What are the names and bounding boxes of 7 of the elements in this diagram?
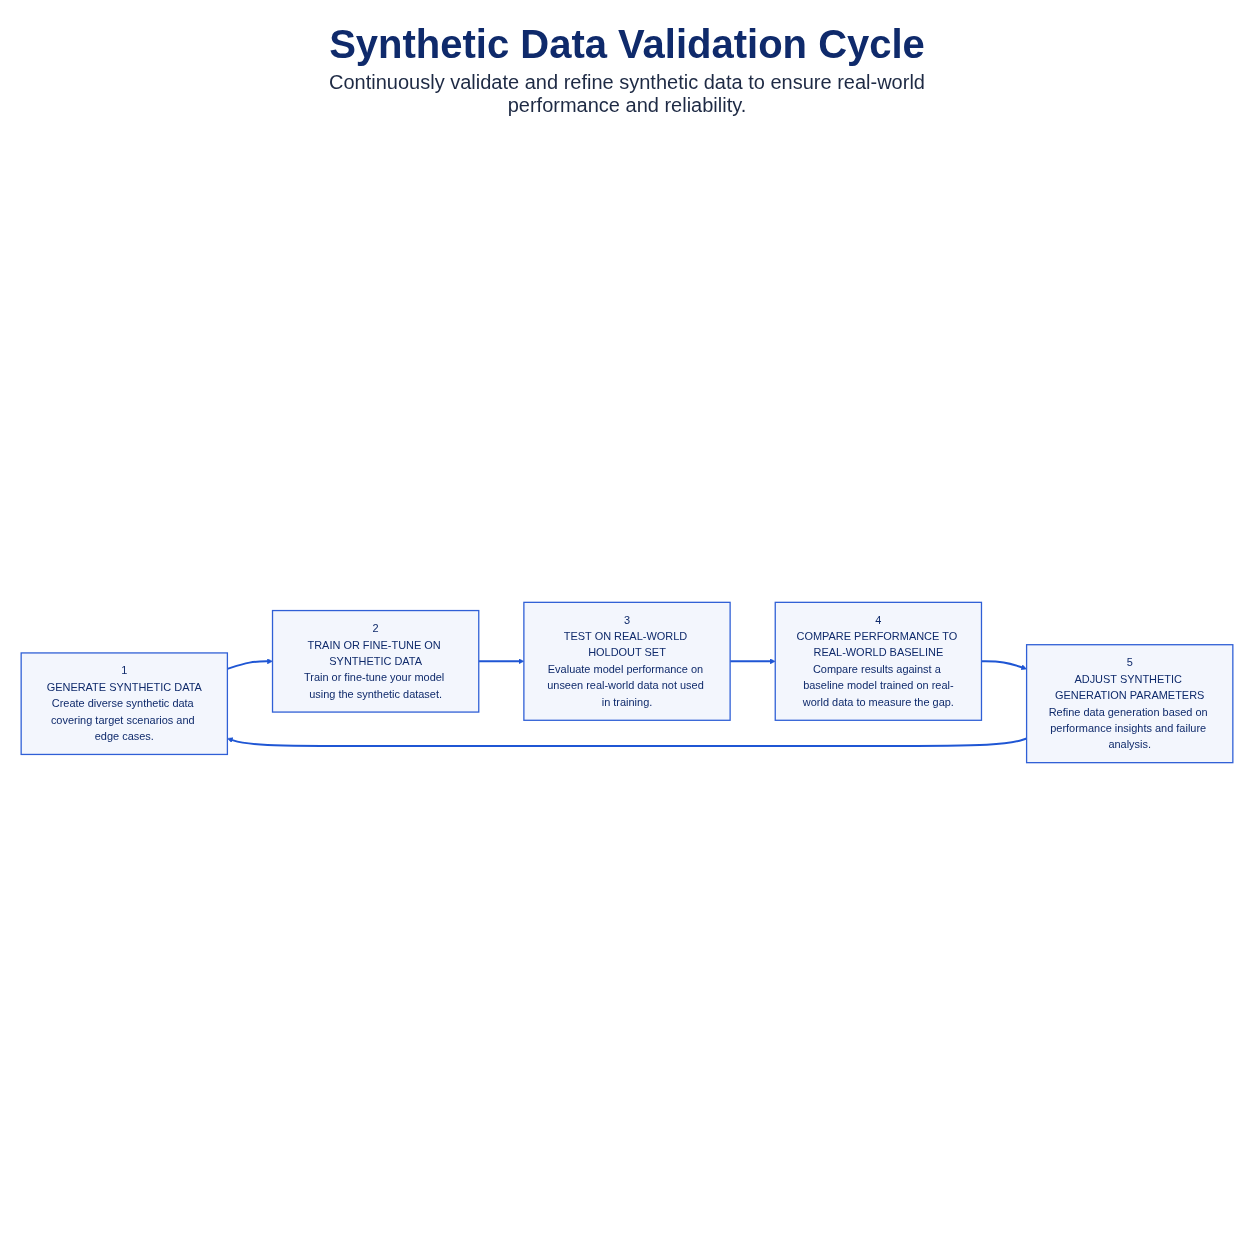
node-box: 4 COMPARE PERFORMANCE TO REAL-WORLD BASELINE Compare results against a baseline model trained on real-world data to measure the gap. [774,601,983,721]
diagram-title: Synthetic Data Validation Cycle [329,22,925,67]
node-box: 1 GENERATE SYNTHETIC DATA Create diverse synthetic data covering target scenarios and edge cases. [20,652,229,756]
node-box: 2 TRAIN OR FINE-TUNE ON SYNTHETIC DATA Train or fine-tune your model using the synthetic dataset. [271,609,480,713]
node-box: 3 TEST ON REAL-WORLD HOLDOUT SET Evaluate model performance on unseen real-world data not used in training. [523,601,731,721]
node-box: 5 ADJUST SYNTHETIC GENERATION PARAMETERS Refine data generation based on performance insights and failure analysis. [1025,644,1234,764]
diagram-caption: Continuously validate and refine synthetic data to ensure real-world performance and reliability. [328,71,926,117]
